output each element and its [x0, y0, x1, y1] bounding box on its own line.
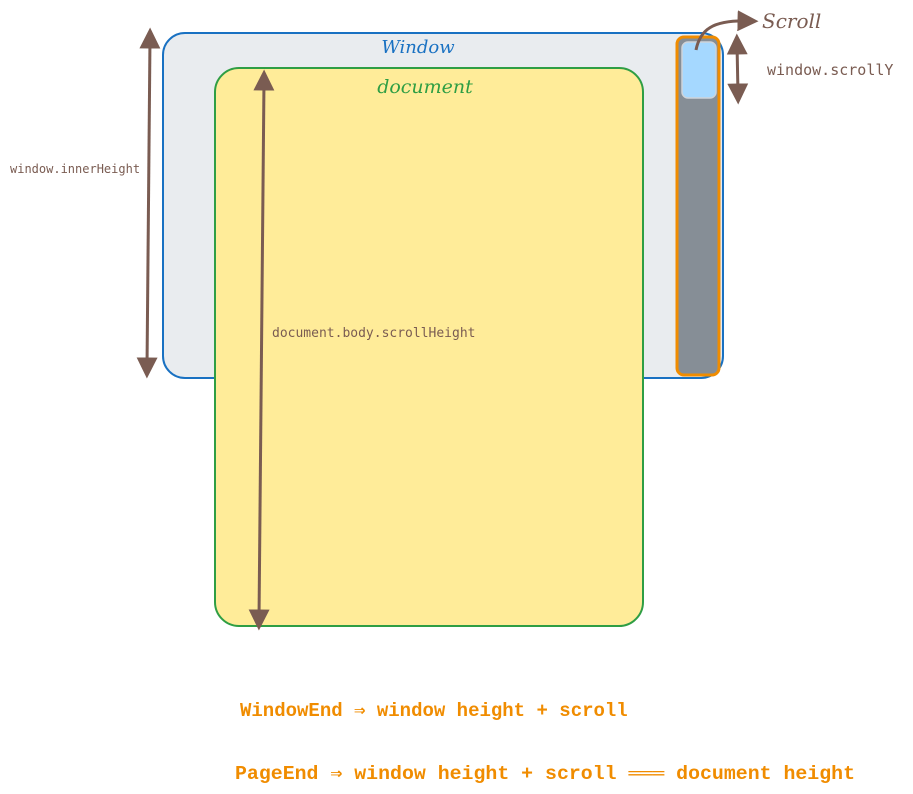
window-end-formula: WindowEnd ⇒ window height + scroll [240, 700, 628, 722]
scrollbar-thumb [681, 41, 717, 99]
inner-height-label: window.innerHeight [10, 162, 140, 176]
scroll-y-arrow [726, 33, 749, 105]
page-end-formula: PageEnd ⇒ window height + scroll ═══ doc… [235, 763, 855, 785]
window-label: Window [381, 37, 455, 58]
scroll-height-label: document.body.scrollHeight [272, 326, 476, 341]
inner-height-arrow [136, 27, 161, 379]
scroll-pointer-arrow [694, 10, 759, 51]
scrollbar-track [675, 35, 721, 377]
scroll-label: Scroll [762, 9, 821, 33]
scroll-y-label: window.scrollY [767, 61, 893, 79]
scroll-height-arrow [248, 69, 275, 631]
document-label: document [377, 76, 473, 98]
document-box [214, 67, 644, 627]
